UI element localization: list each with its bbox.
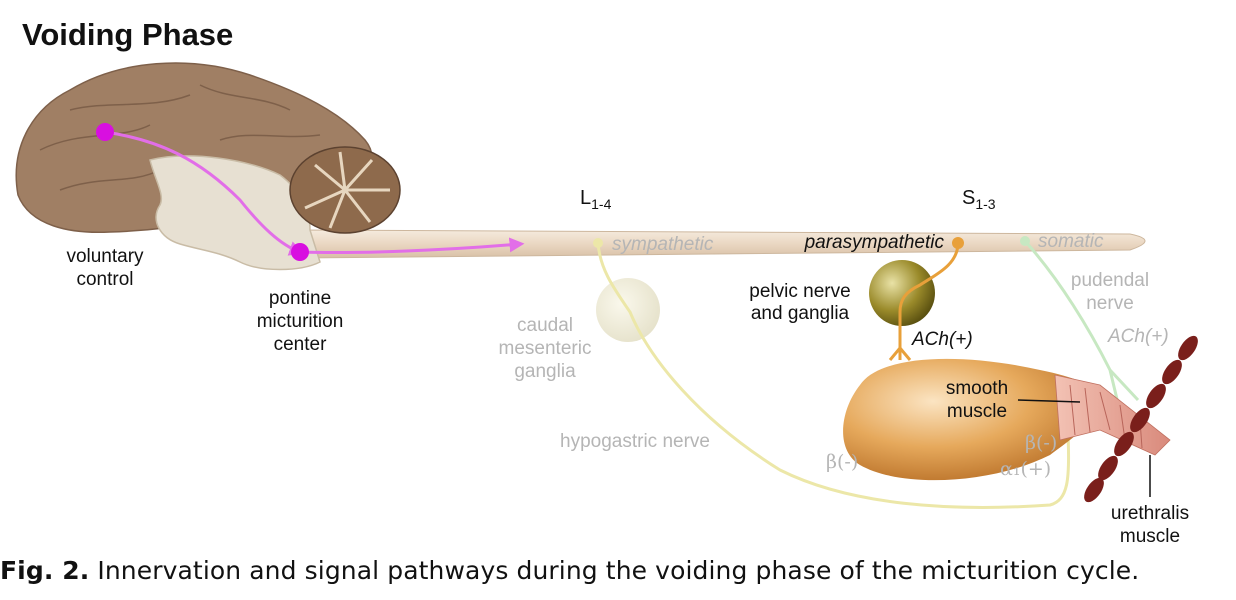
label-pontine: pontine [269,288,331,309]
label-beta-right: β(-) [1025,432,1057,454]
label-sympathetic: sympathetic [612,234,714,255]
somatic-origin-dot [1020,236,1030,246]
brain [15,62,401,271]
label-urethralis: urethralis [1111,503,1189,524]
urethralis-muscle [1084,335,1198,503]
bladder [843,358,1100,481]
brainstem [149,155,321,271]
parasympathetic-origin-dot [952,237,964,249]
voluntary-control-dot [96,123,114,141]
smooth-muscle-region [1054,374,1171,456]
sympathetic-origin-dot [593,238,603,248]
label-beta-left: β(-) [826,451,858,473]
label-center: center [274,334,327,355]
label-pelvic-nerve: pelvic nerve [749,281,850,302]
caption-fig-label: Fig. 2. [0,556,90,585]
spinal-cord [299,229,1146,259]
pontine-descending-pathway [299,237,525,255]
label-urethralis-muscle: muscle [1120,526,1180,547]
label-alpha-right: α₁(+) [1000,458,1051,480]
label-pudendal: pudendal [1071,270,1149,291]
label-ganglia: ganglia [514,361,576,382]
pontine-micturition-dot [291,243,309,261]
label-micturition: micturition [257,311,344,332]
label-caudal: caudal [517,315,573,336]
label-voluntary: voluntary [66,246,144,267]
voluntary-pathway [104,130,305,256]
label-hypogastric-nerve: hypogastric nerve [560,431,710,452]
label-smooth: smooth [946,378,1008,399]
label-spinal-s: S1-3 [962,187,996,212]
label-nerve: nerve [1086,293,1134,314]
label-spinal-l: L1-4 [580,187,612,212]
label-muscle: muscle [947,401,1007,422]
smooth-muscle-leader [1017,399,1081,403]
label-control: control [76,269,133,290]
pelvic-ganglion [869,260,935,326]
figure-title: Voiding Phase [22,17,233,52]
label-somatic: somatic [1038,231,1104,252]
sympathetic-pathway [596,242,1071,509]
label-ach-parasympathetic: ACh(+) [911,329,973,350]
label-ach-pudendal: ACh(+) [1107,326,1169,347]
label-mesenteric: mesenteric [499,338,592,359]
caption-text: Innervation and signal pathways during t… [97,556,1140,585]
parasympathetic-pathway [898,242,960,360]
label-and-ganglia: and ganglia [751,303,850,324]
figure-caption: Fig. 2. Innervation and signal pathways … [0,556,1236,585]
label-parasympathetic: parasympathetic [804,232,945,253]
